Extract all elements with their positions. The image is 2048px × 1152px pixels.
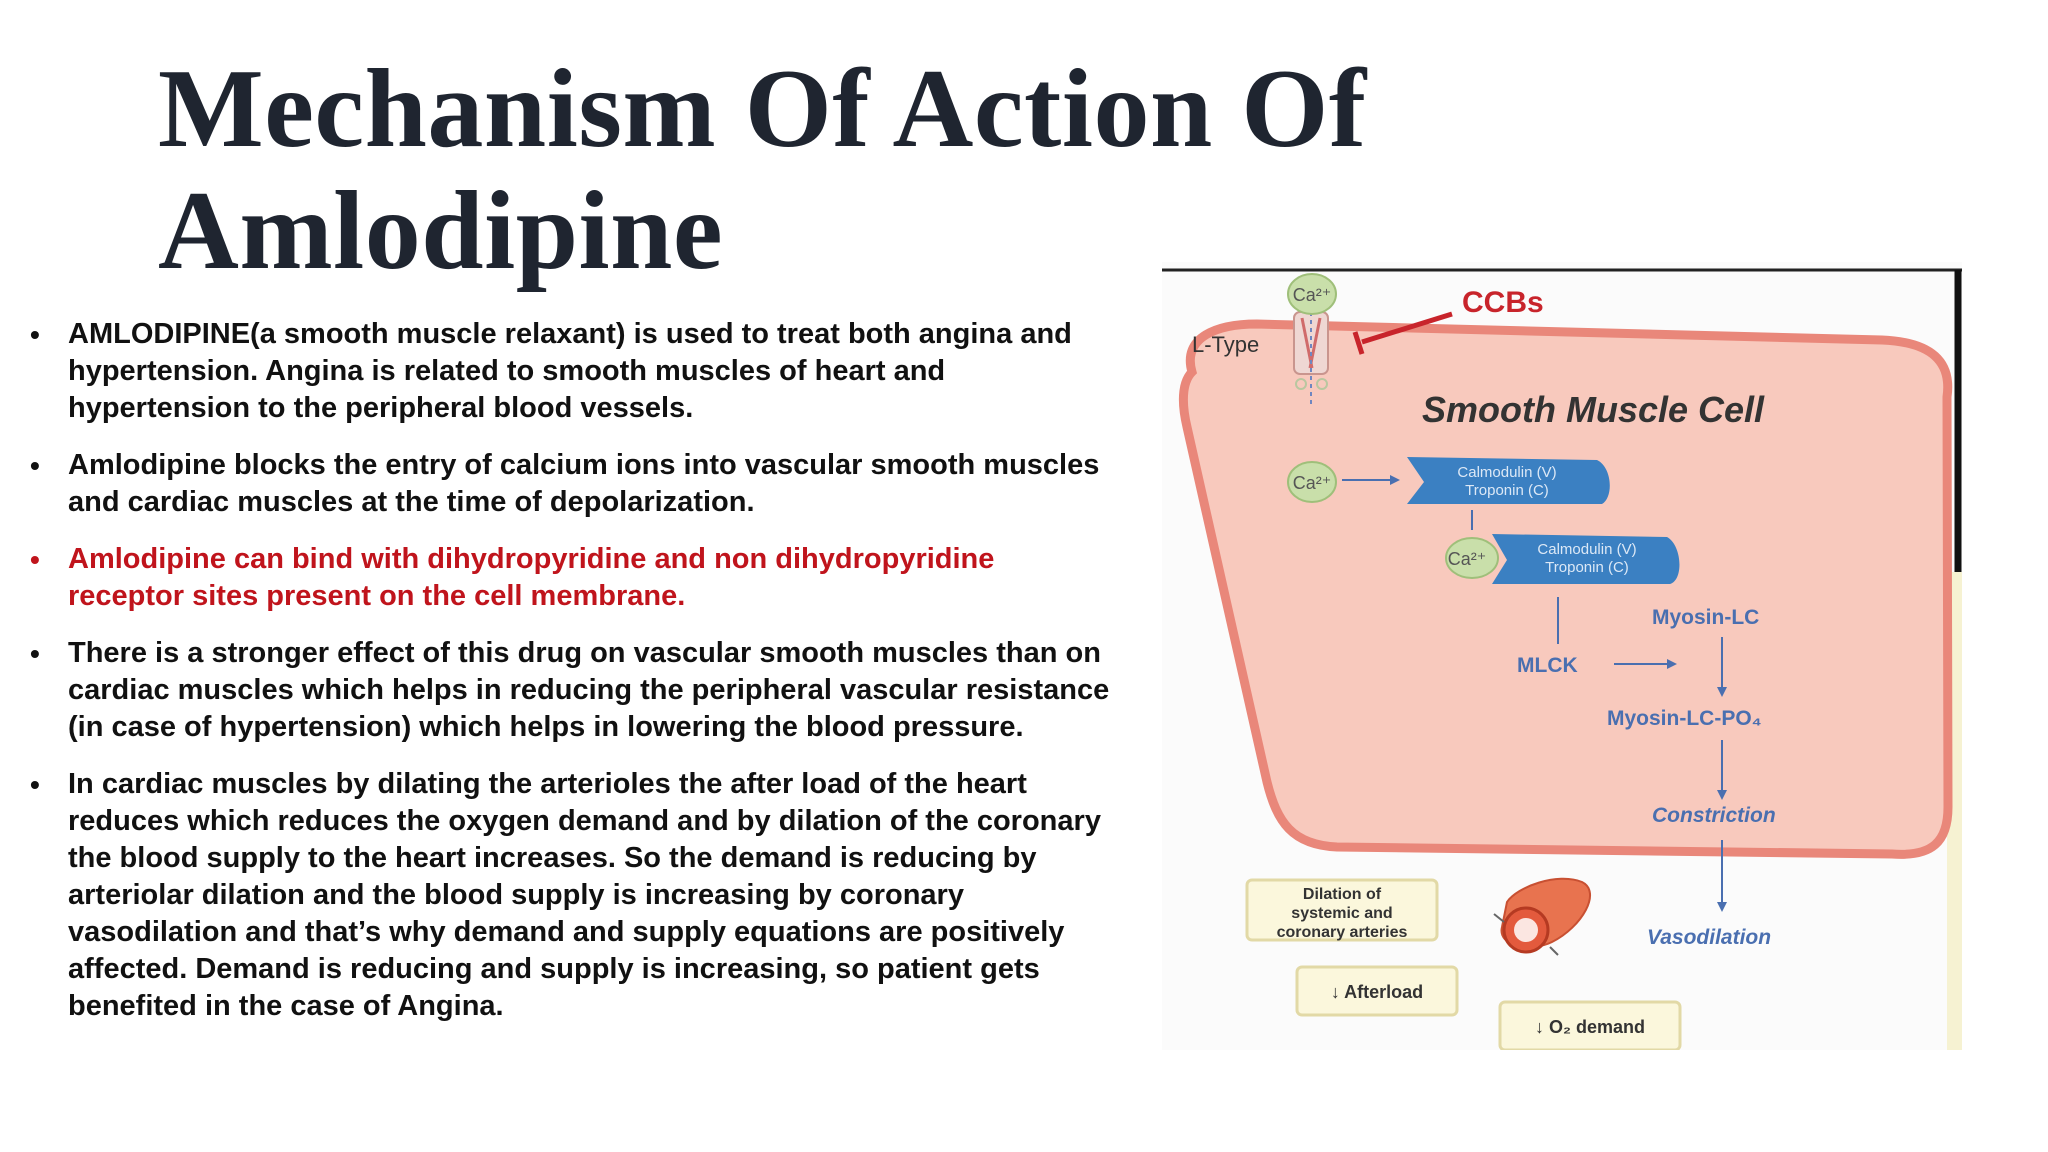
ccbs-inhibition-line	[1361, 311, 1453, 345]
bullet-text: Amlodipine blocks the entry of calcium i…	[68, 449, 1100, 518]
calmodulin-label-2: Calmodulin (V)	[1537, 541, 1636, 558]
bullet-list: • AMLODIPINE(a smooth muscle relaxant) i…	[30, 316, 1110, 1045]
arrow-head	[1717, 902, 1727, 912]
dilation-box-line-2: systemic and	[1291, 905, 1392, 922]
o2-demand-box	[1498, 1000, 1682, 1050]
ca-ion-outside-label: Ca²⁺	[1293, 285, 1332, 305]
troponin-label-2: Troponin (C)	[1545, 559, 1629, 576]
bullet-item: • In cardiac muscles by dilating the art…	[30, 766, 1110, 1025]
arrow-head	[1717, 687, 1727, 697]
bullet-item: • There is a stronger effect of this dru…	[30, 635, 1110, 746]
dilation-box-line-1: Dilation of	[1303, 886, 1382, 903]
constriction-label: Constriction	[1652, 804, 1776, 827]
smooth-muscle-cell	[1178, 319, 1953, 859]
arrow-head	[1390, 475, 1400, 485]
afterload-label: ↓ Afterload	[1331, 982, 1423, 1002]
calmodulin-complex-1	[1407, 457, 1610, 504]
bullet-dot: •	[30, 638, 40, 669]
mechanism-diagram: L-Type Ca²⁺ CCBs Smooth Muscle Cell Ca²⁺…	[1162, 262, 1962, 1050]
bullet-text: In cardiac muscles by dilating the arter…	[68, 768, 1101, 1022]
afterload-box	[1295, 965, 1459, 1017]
ca-ion-bound-label: Ca²⁺	[1448, 549, 1487, 569]
ca-ion-inside	[1287, 461, 1337, 503]
mlck-label: MLCK	[1517, 654, 1578, 677]
bullet-dot: •	[30, 769, 40, 800]
cell-label: Smooth Muscle Cell	[1422, 389, 1765, 430]
bullet-text: Amlodipine can bind with dihydropyridine…	[68, 543, 995, 612]
dilation-box-line-3: coronary arteries	[1277, 924, 1408, 941]
ccbs-inhibition-bar	[1352, 331, 1365, 355]
bullet-item: • Amlodipine blocks the entry of calcium…	[30, 447, 1110, 521]
ca-ion-inside-label: Ca²⁺	[1293, 473, 1332, 493]
o2-demand-label: ↓ O₂ demand	[1535, 1017, 1645, 1037]
bullet-text: AMLODIPINE(a smooth muscle relaxant) is …	[68, 318, 1072, 424]
bullet-dot: •	[30, 450, 40, 481]
troponin-label-1: Troponin (C)	[1465, 482, 1549, 499]
vasodilation-label: Vasodilation	[1647, 926, 1771, 949]
bullet-dot: •	[30, 544, 40, 575]
arrow-head	[1717, 790, 1727, 800]
l-type-channel-icon	[1293, 280, 1329, 407]
mechanism-diagram-svg: L-Type Ca²⁺ CCBs Smooth Muscle Cell Ca²⁺…	[1162, 262, 1962, 1050]
bullet-text: There is a stronger effect of this drug …	[68, 637, 1110, 743]
dilation-box	[1245, 878, 1439, 942]
slide-title: Mechanism Of Action Of Amlodipine	[158, 47, 1367, 293]
bullet-item-highlighted: • Amlodipine can bind with dihydropyridi…	[30, 541, 1110, 615]
l-type-label: L-Type	[1192, 332, 1259, 357]
calmodulin-label-1: Calmodulin (V)	[1457, 464, 1556, 481]
myosin-lc-label: Myosin-LC	[1652, 606, 1759, 629]
calmodulin-complex-2	[1492, 534, 1680, 584]
artery-icon	[1493, 877, 1592, 956]
bullet-dot: •	[30, 319, 40, 350]
bullet-item: • AMLODIPINE(a smooth muscle relaxant) i…	[30, 316, 1110, 427]
arrow-head	[1667, 659, 1677, 669]
ca-ion-outside	[1287, 273, 1337, 315]
ca-ion-bound	[1445, 537, 1499, 579]
myosin-lc-po4-label: Myosin-LC-PO₄	[1607, 707, 1762, 730]
ccbs-label: CCBs	[1462, 286, 1544, 319]
